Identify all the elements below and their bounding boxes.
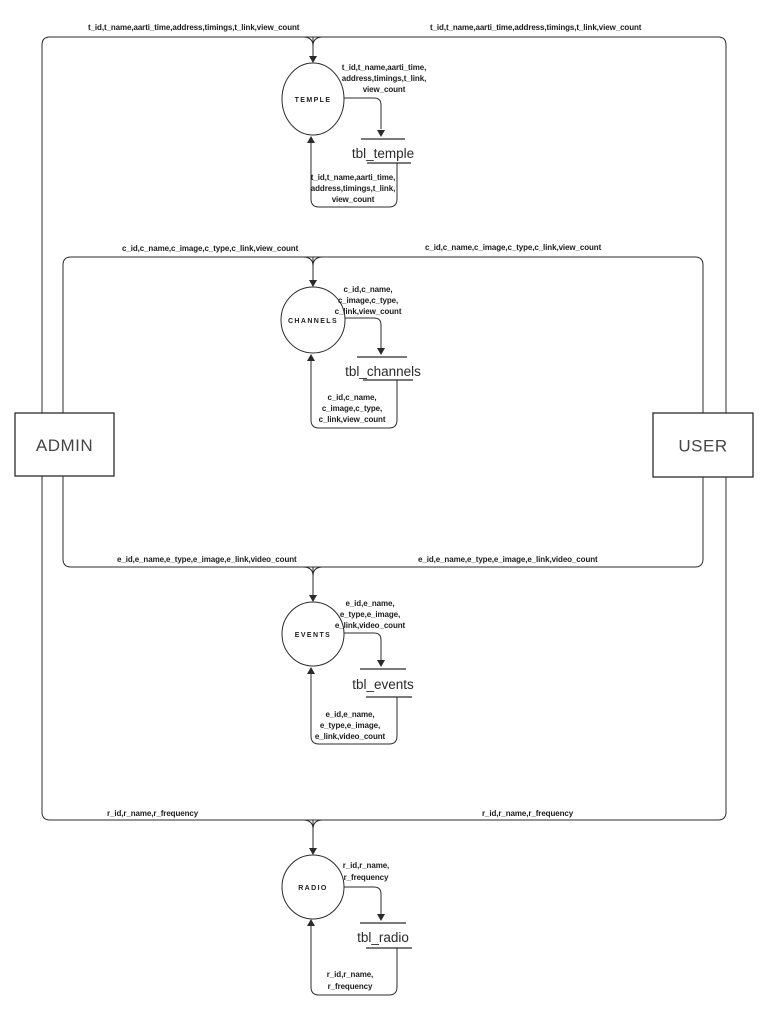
radio-cluster: r_id,r_name,r_frequency r_id,r_name,r_fr… xyxy=(107,809,574,996)
temple-return-label-line3: view_count xyxy=(332,195,375,204)
radio-out-arrowhead xyxy=(377,914,385,921)
events-return-connector xyxy=(310,674,398,745)
channels-process-node xyxy=(280,286,346,354)
temple-in-arrowhead xyxy=(309,56,317,63)
events-out-label-line3: e_link,video_count xyxy=(335,621,406,630)
temple-out-arrowhead xyxy=(377,130,385,137)
channels-return-arrowhead xyxy=(307,354,315,361)
temple-return-label-line1: t_id,t_name,aarti_time, xyxy=(311,173,395,182)
events-bus-label-right: e_id,e_name,e_type,e_image,e_link,video_… xyxy=(418,555,598,564)
temple-return-connector xyxy=(310,143,398,208)
temple-process-node xyxy=(281,62,345,136)
temple-out-label-line1: t_id,t_name,aarti_time, xyxy=(342,63,426,72)
channels-process-label: CHANNELS xyxy=(288,318,338,325)
radio-return-label-line1: r_id,r_name, xyxy=(327,970,373,979)
channels-return-label-line2: c_image,c_type, xyxy=(322,404,382,413)
user-entity-label: USER xyxy=(678,437,727,456)
events-out-label-line1: e_id,e_name, xyxy=(345,599,394,608)
channels-return-connector xyxy=(310,361,398,429)
user-entity: USER xyxy=(652,412,754,478)
temple-return-label-line2: address,timings,t_link, xyxy=(311,184,395,193)
events-return-label-line2: e_type,e_image, xyxy=(320,721,380,730)
inner-loop-connector xyxy=(62,256,704,568)
radio-return-arrowhead xyxy=(307,919,315,926)
temple-return-arrowhead xyxy=(307,136,315,143)
events-return-label-line3: e_link,video_count xyxy=(315,732,386,741)
channels-out-connector xyxy=(345,317,382,348)
channels-store-label: tbl_channels xyxy=(345,364,421,379)
radio-return-connector xyxy=(310,926,398,996)
channels-in-arrowhead xyxy=(309,280,317,287)
events-process-label: EVENTS xyxy=(295,632,331,639)
radio-bus-label-left: r_id,r_name,r_frequency xyxy=(107,809,199,818)
channels-bus-label-left: c_id,c_name,c_image,c_type,c_link,view_c… xyxy=(122,244,299,253)
radio-bus-label-right: r_id,r_name,r_frequency xyxy=(482,809,574,818)
channels-out-label-line2: c_image,c_type, xyxy=(338,296,398,305)
junction-merge-curves xyxy=(302,36,324,830)
temple-bus-label-left: t_id,t_name,aarti_time,address,timings,t… xyxy=(88,23,300,32)
admin-entity-box xyxy=(14,412,115,477)
events-out-label-line2: e_type,e_image, xyxy=(340,610,400,619)
events-cluster: e_id,e_name, e_type,e_image, e_link,video_… xyxy=(117,555,598,745)
user-entity-box xyxy=(652,412,754,478)
temple-store-label: tbl_temple xyxy=(352,146,414,161)
temple-out-connector xyxy=(344,97,382,129)
radio-out-label-line2: r_frequency xyxy=(344,873,389,882)
radio-process-label: RADIO xyxy=(298,885,328,892)
temple-bus-label-right: t_id,t_name,aarti_time,address,timings,t… xyxy=(430,23,642,32)
radio-in-arrowhead xyxy=(309,848,317,855)
temple-process-label: TEMPLE xyxy=(295,97,332,104)
events-in-arrowhead xyxy=(309,595,317,602)
channels-return-label-line1: c_id,c_name, xyxy=(327,393,376,402)
channels-out-label-line1: c_id,c_name, xyxy=(343,285,392,294)
events-out-arrowhead xyxy=(377,660,385,667)
radio-return-label-line2: r_frequency xyxy=(328,982,373,991)
admin-entity: ADMIN xyxy=(14,412,115,477)
admin-entity-label: ADMIN xyxy=(36,436,93,455)
channels-cluster: c_id,c_name, c_image,c_type, c_link,view_c… xyxy=(122,243,602,429)
events-return-label-line1: e_id,e_name, xyxy=(325,710,374,719)
flow-loops xyxy=(41,36,727,830)
events-process-node xyxy=(281,601,345,667)
temple-out-label-line3: view_count xyxy=(363,85,406,94)
channels-bus-label-right: c_id,c_name,c_image,c_type,c_link,view_c… xyxy=(425,243,602,252)
radio-out-connector xyxy=(344,886,382,914)
radio-store-label: tbl_radio xyxy=(357,930,409,945)
events-out-connector xyxy=(344,632,382,660)
channels-out-arrowhead xyxy=(377,348,385,355)
temple-out-label-line2: address,timings,t_link, xyxy=(342,74,426,83)
channels-out-label-line3: c_link,view_count xyxy=(335,307,402,316)
radio-out-label-line1: r_id,r_name, xyxy=(343,861,389,870)
outer-loop-connector xyxy=(41,36,727,821)
temple-cluster: t_id,t_name,aarti_time, address,timings,t… xyxy=(88,23,642,208)
channels-return-label-line3: c_link,view_count xyxy=(319,415,386,424)
events-bus-label-left: e_id,e_name,e_type,e_image,e_link,video_… xyxy=(117,555,297,564)
events-return-arrowhead xyxy=(307,667,315,674)
events-store-label: tbl_events xyxy=(352,677,414,692)
